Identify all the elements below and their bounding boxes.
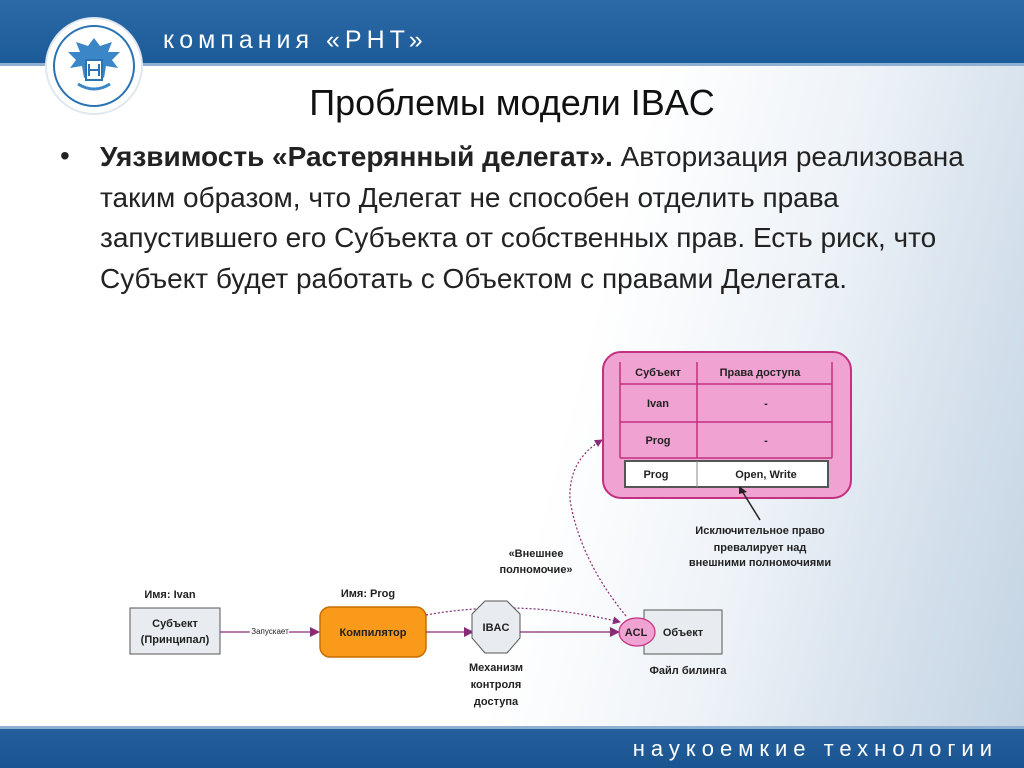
header-stripe [0,63,1024,66]
acl-header-rights: Права доступа [720,367,802,379]
bullet-mark: • [60,140,70,171]
ibac-caption-line-3: доступа [474,696,519,708]
exclusive-note-line-2: превалирует над [714,542,807,554]
launches-label: Запускает [251,627,289,636]
acl-circle [618,617,656,647]
acl-row-1-subject: Ivan [647,398,669,410]
subject-box [129,607,221,655]
object-box-label: Объект [663,627,704,639]
company-logo [45,17,143,115]
footer-stripe [0,726,1024,729]
ibac-box [471,600,521,654]
compiler-box-label: Компилятор [340,627,407,639]
acl-row-1-rights: - [764,398,768,410]
external-authority-arrow [569,439,627,617]
acl-header-subject: Субъект [635,367,681,379]
ibac-caption-line-1: Механизм [469,662,523,674]
acl-row-2-rights: - [764,435,768,447]
acl-row-3-rights: Open, Write [735,469,797,481]
external-authority-line-2: полномочие» [499,564,572,576]
slide-title: Проблемы модели IBAC [309,82,715,123]
object-caption: Файл билинга [650,665,728,677]
bullet-paragraph: Уязвимость «Растерянный делегат». Автори… [100,137,980,299]
exclusive-note-line-3: внешними полномочиями [689,557,831,569]
subject-box-line-1: Субъект [152,618,198,630]
acl-row-highlight [624,460,829,488]
acl-row-3-subject: Prog [643,469,668,481]
bullet-body: Авторизация реализована таким образом, ч… [100,141,964,294]
ibac-caption-line-2: контроля [471,679,522,691]
object-box [643,609,723,655]
exclusive-note-line-1: Исключительное право [695,525,825,537]
note-pointer-arrow [741,490,761,521]
bullet-bold-term: Уязвимость «Растерянный делегат». [100,141,613,172]
acl-row-2-subject: Prog [645,435,670,447]
acl-circle-label: ACL [625,627,648,639]
compiler-to-acl-dotted [425,607,621,625]
footer-tagline: наукоемкие технологии [632,736,998,761]
ibac-box-label: IBAC [483,622,510,634]
subject-box-line-2: (Принципал) [141,634,210,646]
footer-bar [0,729,1024,768]
header-bar [0,0,1024,66]
external-authority-line-1: «Внешнее [509,548,564,560]
subject-name-label: Имя: Ivan [144,589,195,601]
company-name: компания «РНТ» [163,26,428,54]
compiler-name-label: Имя: Prog [341,588,395,600]
